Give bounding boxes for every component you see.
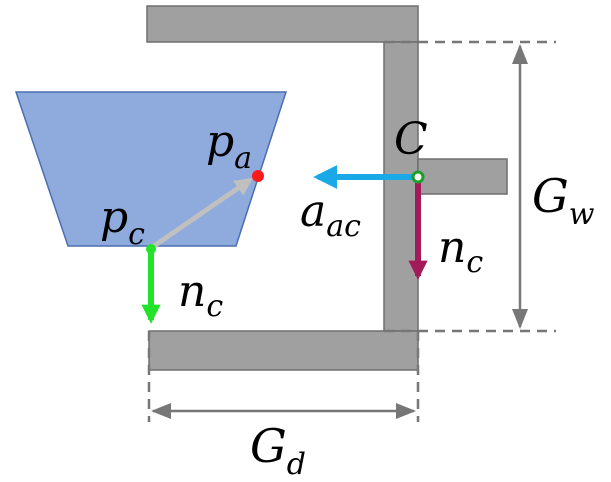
label-n-c-object: nc [178,266,223,324]
gripper-vertical-bar [383,41,419,332]
gripper-side-stub [417,158,508,195]
label-G-w: Gw [532,169,595,232]
point-C-marker [411,170,425,184]
label-G-d: Gd [250,419,306,482]
contact-vector-arrow [149,177,253,251]
grasped-object [14,91,288,247]
label-p-a: pa [206,116,252,176]
gripper-bottom-bar [148,330,419,371]
label-a-ac: aac [300,186,361,244]
point-pc-marker [146,244,156,254]
label-n-c-gripper: nc [438,222,483,280]
label-C: C [394,114,428,165]
gripper-top-bar [146,5,419,43]
label-p-c: pc [100,192,145,252]
point-pa-marker [252,170,264,182]
